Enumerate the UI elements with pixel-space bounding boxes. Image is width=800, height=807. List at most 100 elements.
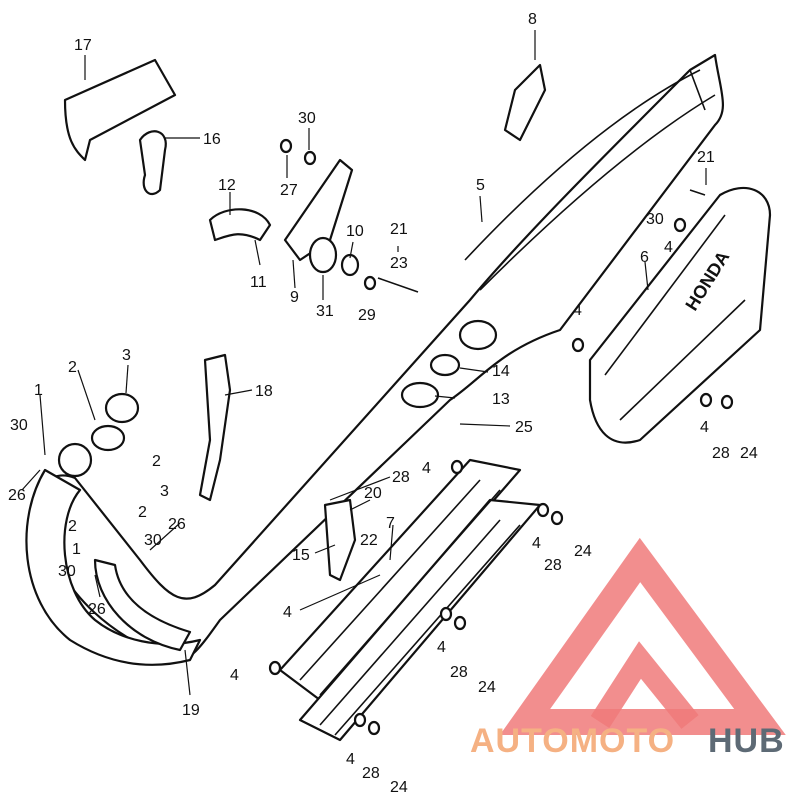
callout-25: 25 — [515, 419, 533, 436]
washer-28b — [550, 510, 564, 526]
callout-4-bottom: 4 — [230, 667, 239, 684]
callout-13: 13 — [492, 391, 510, 408]
callout-12: 12 — [218, 177, 236, 194]
callout-30-right: 30 — [646, 211, 664, 228]
watermark-automoto: AUTOMOTO — [470, 722, 675, 760]
callout-28-cover: 28 — [712, 445, 730, 462]
callout-31: 31 — [316, 303, 334, 320]
callout-3-top: 3 — [122, 347, 131, 364]
logo-triangle-outer — [499, 537, 786, 735]
washer-4e — [536, 502, 550, 518]
callout-24-cover: 24 — [740, 445, 758, 462]
small-parts — [57, 58, 734, 736]
clamp-16 — [138, 130, 167, 196]
callout-24-r2: 24 — [478, 679, 496, 696]
callout-5: 5 — [476, 177, 485, 194]
heat-shield-7 — [278, 458, 542, 742]
callout-6: 6 — [640, 249, 649, 266]
bracket-17 — [63, 58, 177, 162]
callout-28-r1: 28 — [544, 557, 562, 574]
callout-21-right: 21 — [697, 149, 715, 166]
callout-2-mid: 2 — [152, 453, 161, 470]
callout-4-lower: 4 — [283, 604, 292, 621]
callout-1-top: 1 — [34, 382, 43, 399]
callout-11: 11 — [250, 274, 267, 291]
washer-28a — [720, 394, 734, 410]
callout-15: 15 — [292, 547, 310, 564]
washer-4f — [439, 606, 453, 622]
bracket-15 — [323, 498, 357, 582]
washer-4b — [571, 337, 585, 353]
callout-24-r1: 24 — [574, 543, 592, 560]
bracket-18 — [198, 353, 232, 502]
washer-4a — [673, 217, 687, 233]
callout-1-lower: 1 — [72, 541, 81, 558]
washer-29 — [363, 275, 377, 291]
clamp-11 — [208, 208, 272, 242]
callout-22: 22 — [360, 532, 378, 549]
washer-30a — [303, 150, 317, 166]
washer-4c — [699, 392, 713, 408]
callout-4-cover: 4 — [573, 302, 582, 319]
watermark-logo — [499, 537, 786, 735]
callout-8: 8 — [528, 11, 537, 28]
callout-3-mid: 3 — [160, 483, 169, 500]
callout-21-mid: 21 — [390, 221, 408, 238]
callouts: 17 16 8 30 27 12 11 9 31 10 21 23 29 5 2… — [8, 11, 758, 796]
gasket-3 — [104, 392, 140, 424]
callout-28-r3: 28 — [362, 765, 380, 782]
callout-16: 16 — [203, 131, 221, 148]
callout-4-center: 4 — [422, 460, 431, 477]
callout-30-lower: 30 — [144, 532, 162, 549]
callout-2-top: 2 — [68, 359, 77, 376]
callout-23: 23 — [390, 255, 408, 272]
callout-14: 14 — [492, 363, 510, 380]
callout-27: 27 — [280, 182, 298, 199]
washer-4d — [450, 459, 464, 475]
bracket-8 — [503, 63, 547, 142]
callout-29: 29 — [358, 307, 376, 324]
callout-30-top: 30 — [298, 110, 316, 127]
callout-26-left: 26 — [8, 487, 26, 504]
callout-4-r1: 4 — [532, 535, 541, 552]
washer-4g — [268, 660, 282, 676]
bushing-31 — [308, 236, 338, 274]
callout-9: 9 — [290, 289, 299, 306]
gasket-14 — [429, 353, 461, 377]
callout-10: 10 — [346, 223, 364, 240]
leader-lines — [21, 30, 707, 696]
callout-4-right: 4 — [664, 239, 673, 256]
watermark-text: AUTOMOTO HUB — [470, 722, 785, 760]
washer-28d — [367, 720, 381, 736]
callout-4-r3: 4 — [346, 751, 355, 768]
callout-28-center: 28 — [392, 469, 410, 486]
callout-2-lower: 2 — [138, 504, 147, 521]
callout-26-right: 26 — [168, 516, 186, 533]
callout-18: 18 — [255, 383, 273, 400]
callout-30-bottom: 30 — [58, 563, 76, 580]
callout-19: 19 — [182, 702, 200, 719]
collar-2 — [90, 424, 126, 452]
plate-9 — [283, 158, 354, 262]
bolt-23 — [377, 277, 419, 293]
washer-28c — [453, 615, 467, 631]
joint-13 — [400, 381, 440, 409]
callout-20: 20 — [364, 485, 382, 502]
callout-4-r2: 4 — [437, 639, 446, 656]
callout-24-r3: 24 — [390, 779, 408, 796]
washer-27 — [279, 138, 293, 154]
callout-30-left: 30 — [10, 417, 28, 434]
callout-26-bottom: 26 — [88, 601, 106, 618]
exhaust-pipe-19 — [25, 468, 202, 666]
side-cover-6: HONDA — [588, 186, 772, 444]
callout-28-r2: 28 — [450, 664, 468, 681]
washer-4h — [353, 712, 367, 728]
flange-1 — [57, 442, 93, 478]
callout-7: 7 — [386, 515, 395, 532]
callout-2-left: 2 — [68, 518, 77, 535]
callout-17: 17 — [74, 37, 92, 54]
watermark-hub: HUB — [708, 722, 785, 760]
collar-muffler — [458, 319, 498, 351]
